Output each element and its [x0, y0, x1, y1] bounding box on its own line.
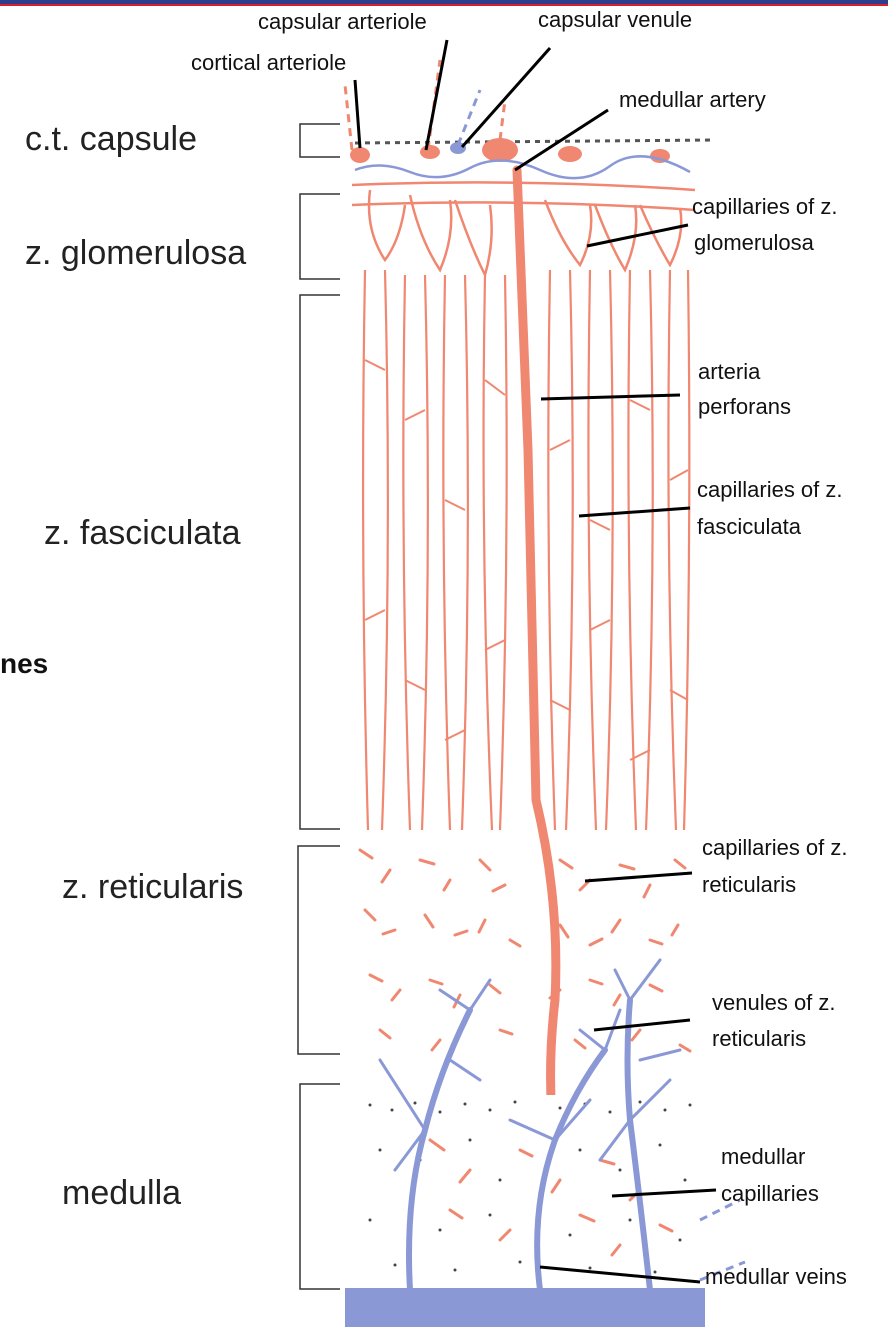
label-capsular-venule: capsular venule	[538, 6, 692, 34]
outgoing-venule	[458, 90, 480, 145]
label-arteria-perforans-line1: arteria	[698, 358, 760, 386]
incoming-arteries	[345, 60, 505, 150]
zone-label-capsule: c.t. capsule	[25, 121, 197, 157]
label-capillaries-fasciculata-line1: capillaries of z.	[697, 476, 843, 504]
label-medullar-artery: medullar artery	[619, 86, 766, 114]
leader-capillaries-glomerulosa	[587, 225, 688, 246]
zone-label-reticularis: z. reticularis	[62, 869, 243, 905]
label-cortical-arteriole: cortical arteriole	[191, 49, 346, 77]
zone-label-glomerulosa: z. glomerulosa	[25, 235, 246, 271]
truncated-slide-text: nes	[0, 648, 48, 680]
bracket-glomerulosa	[300, 194, 340, 279]
leader-medullar-artery	[515, 110, 608, 170]
label-capillaries-glomerulosa-line1: capillaries of z.	[692, 193, 838, 221]
capsule-connective-tissue-line	[355, 140, 715, 143]
zone-label-fasciculata: z. fasciculata	[44, 515, 241, 551]
medullar-vein-pool	[345, 1288, 705, 1327]
leader-venules-reticularis	[594, 1020, 690, 1030]
label-medullar-capillaries-line1: medullar	[721, 1143, 805, 1171]
leader-arteria-perforans	[541, 395, 680, 399]
label-capillaries-fasciculata-line2: fasciculata	[697, 513, 801, 541]
label-capillaries-reticularis-line1: capillaries of z.	[702, 834, 848, 862]
zone-label-medulla: medulla	[62, 1175, 181, 1211]
leader-cortical-arteriole	[355, 80, 360, 148]
leader-capillaries-reticularis	[585, 873, 692, 881]
zone-brackets	[298, 124, 340, 1289]
leader-capsular-venule	[462, 48, 550, 147]
bracket-fasciculata	[300, 295, 340, 829]
bracket-capsule	[300, 124, 340, 157]
capsular-venous-plexus	[355, 156, 690, 178]
label-medullar-veins: medullar veins	[705, 1263, 847, 1291]
bracket-medulla	[300, 1084, 340, 1289]
label-capillaries-reticularis-line2: reticularis	[702, 871, 796, 899]
leader-capsular-arteriole	[426, 40, 447, 150]
label-medullar-capillaries-line2: capillaries	[721, 1180, 819, 1208]
label-capillaries-glomerulosa-line2: glomerulosa	[694, 229, 814, 257]
label-arteria-perforans-line2: perforans	[698, 393, 791, 421]
leader-capillaries-fasciculata	[579, 508, 690, 516]
label-capsular-arteriole: capsular arteriole	[258, 8, 427, 36]
label-venules-reticularis-line2: reticularis	[712, 1025, 806, 1053]
reticularis-capillaries	[360, 850, 690, 1051]
label-venules-reticularis-line1: venules of z.	[712, 989, 836, 1017]
bracket-reticularis	[298, 846, 340, 1054]
